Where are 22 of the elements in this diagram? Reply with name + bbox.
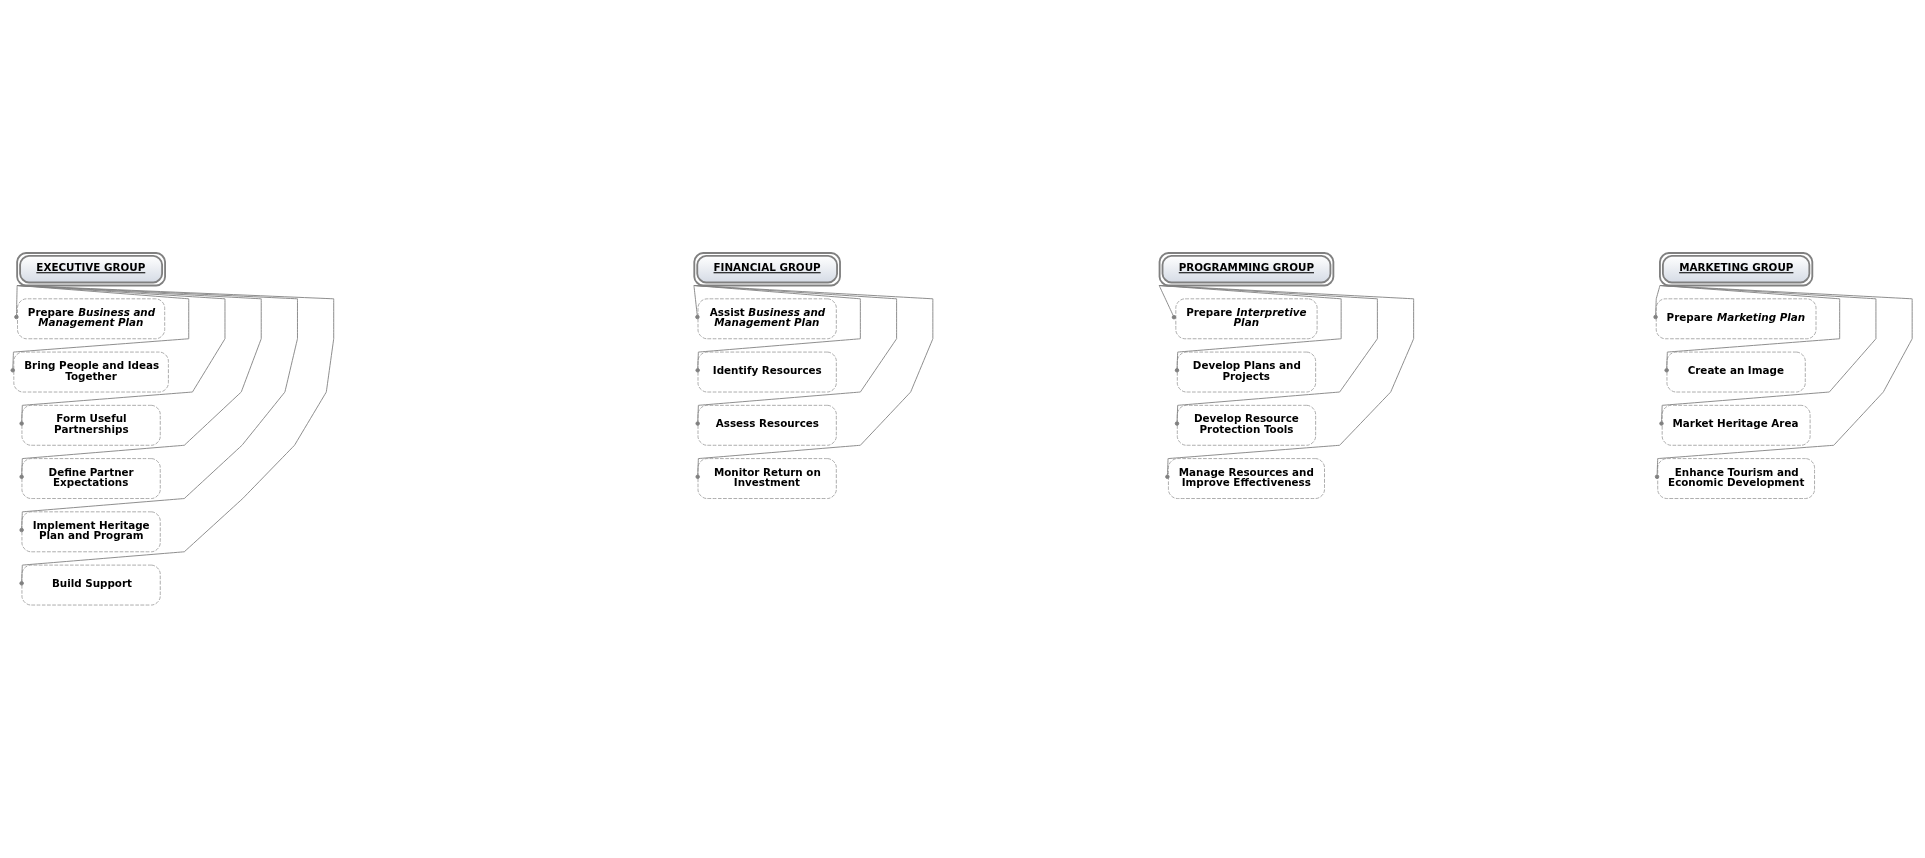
node-box: Manage Resources and Improve Effectiveness [1168, 458, 1325, 499]
connector [16, 285, 262, 479]
connector [1158, 285, 1177, 320]
node-box: Bring People and Ideas Together [13, 351, 169, 393]
connector [693, 285, 700, 320]
node-box: Prepare Interpretive Plan [1175, 298, 1318, 340]
connector [693, 285, 934, 479]
node-box: Enhance Tourism and Economic Development [1657, 458, 1815, 499]
connector [1654, 285, 1913, 479]
connector [1158, 285, 1378, 426]
connector [16, 285, 226, 426]
connector [1659, 285, 1877, 426]
connector [1158, 285, 1415, 479]
connector [16, 285, 298, 533]
connector [16, 285, 335, 586]
connector [693, 285, 898, 426]
connector [1653, 285, 1661, 320]
connector [10, 285, 190, 373]
node-box: Prepare Business and Management Plan [17, 298, 166, 340]
connector [693, 285, 861, 373]
connector [14, 285, 19, 320]
connector [1158, 285, 1342, 373]
